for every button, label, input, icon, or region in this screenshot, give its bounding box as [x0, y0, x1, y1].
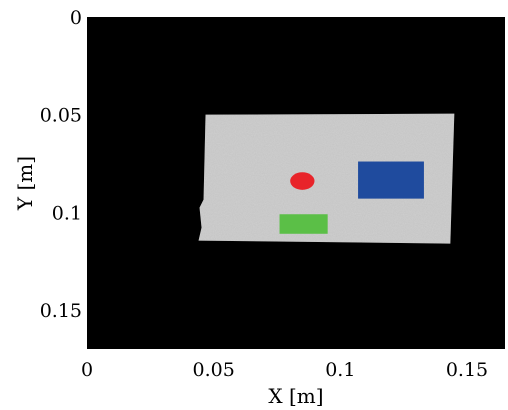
- y-axis-label: Y [m]: [13, 156, 37, 211]
- marker-green-rectangle: [279, 214, 328, 234]
- x-tick-label: 0.1: [325, 359, 355, 381]
- phantom-region: [198, 113, 455, 244]
- plot-layer: [198, 113, 455, 244]
- marker-blue-rectangle: [358, 161, 424, 199]
- y-tick-label: 0.1: [52, 202, 82, 224]
- y-tick-label: 0.05: [40, 105, 82, 127]
- y-axis-ticks: 0 0.05 0.1 0.15: [40, 7, 82, 322]
- y-tick-label: 0.15: [40, 300, 82, 322]
- x-axis-ticks: 0 0.05 0.1 0.15: [81, 359, 488, 381]
- x-tick-label: 0.15: [446, 359, 488, 381]
- y-tick-label: 0: [70, 7, 82, 29]
- x-tick-label: 0.05: [193, 359, 235, 381]
- x-axis-label: X [m]: [268, 384, 323, 408]
- x-tick-label: 0: [81, 359, 93, 381]
- marker-red-circle: [290, 172, 315, 190]
